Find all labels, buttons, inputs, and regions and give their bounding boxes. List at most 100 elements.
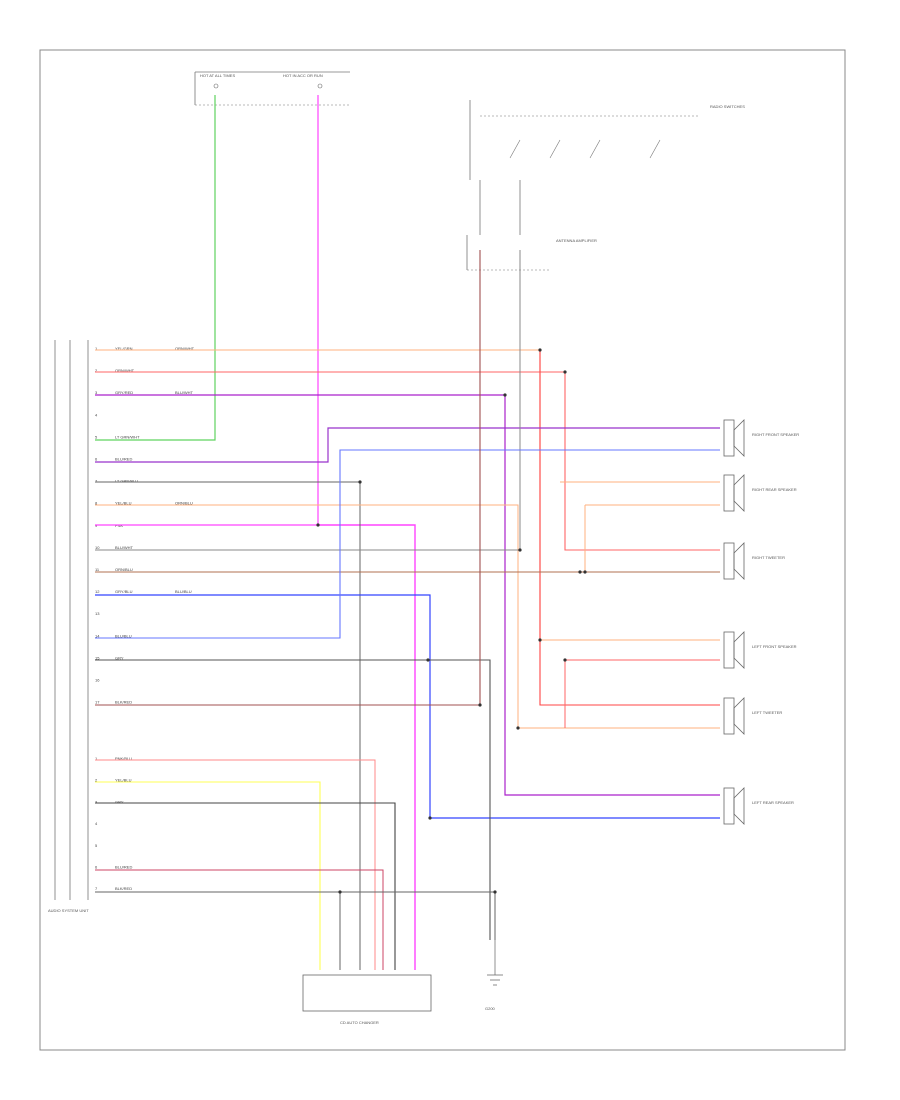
top-pin-color-3: GRY/RED: [115, 390, 133, 395]
bottom-pin-color-1: PNK/BLU: [115, 756, 132, 761]
fuse-2-icon: [317, 83, 323, 89]
svg-text:RIGHT REAR SPEAKER: RIGHT REAR SPEAKER: [752, 487, 797, 492]
wire-yellow-b2: [95, 781, 321, 970]
cd-changer: CD AUTO CHANGER: [302, 974, 432, 1025]
top-pin-color-17: BLK/RED: [115, 700, 132, 705]
splice-dot: [428, 816, 432, 820]
svg-text:LEFT FRONT SPEAKER: LEFT FRONT SPEAKER: [752, 644, 797, 649]
top-pin-color-2: ORN/WHT: [115, 368, 135, 373]
left-rear-speaker-icon: [733, 787, 745, 825]
top-pin-16: 16: [95, 678, 100, 683]
top-pin-11: 11: [95, 567, 100, 572]
splice-dot: [538, 638, 542, 642]
top-pin-color-10: BLU/WHT: [115, 545, 134, 550]
audio-unit-label: AUDIO SYSTEM UNIT: [48, 908, 89, 913]
top-pin-color-7: LT GRN/BLU: [115, 479, 138, 484]
wires: [95, 95, 720, 970]
splice-dot: [338, 890, 342, 894]
bottom-pin-2: 2: [95, 778, 98, 783]
top-pin-color-8: YEL/BLU: [115, 501, 132, 506]
bottom-pin-7: 7: [95, 886, 98, 891]
speakers: RIGHT FRONT SPEAKER RIGHT REAR SPEAKER R…: [723, 419, 799, 825]
cd-changer-label: CD AUTO CHANGER: [340, 1020, 379, 1025]
wire-red-b6: [95, 869, 384, 970]
splice-dot: [518, 548, 522, 552]
bottom-pin-color-2: YEL/BLU: [115, 778, 132, 783]
svg-text:LEFT REAR SPEAKER: LEFT REAR SPEAKER: [752, 800, 794, 805]
top-pin-color-11: ORN/BLU: [115, 567, 133, 572]
top-pin-color-6: BLU/RED: [115, 457, 132, 462]
switch-contact-4: [649, 139, 661, 159]
wire-blue-14: [95, 449, 720, 639]
right-rear-speaker-icon: [733, 474, 745, 512]
splice-dot: [583, 570, 587, 574]
wire-dark-15: [95, 659, 491, 940]
svg-text:LEFT TWEETER: LEFT TWEETER: [752, 710, 782, 715]
top-pin-4: 4: [95, 412, 98, 417]
top-pin-12: 12: [95, 589, 100, 594]
splice-dot: [516, 726, 520, 730]
wire-brownred-17: [95, 250, 481, 706]
top-pin-alt-1: ORN/WHT: [175, 346, 195, 351]
left-rear-speaker: LEFT REAR SPEAKER: [723, 787, 794, 825]
top-pin-15: 15: [95, 655, 100, 660]
ground: G200: [485, 940, 503, 1011]
bottom-pin-3: 3: [95, 799, 98, 804]
splice-dot: [358, 480, 362, 484]
right-rear-speaker: RIGHT REAR SPEAKER: [723, 474, 797, 512]
top-pin-3: 3: [95, 390, 98, 395]
top-pin-alt-8: ORN/BLU: [175, 501, 193, 506]
splice-dot: [478, 703, 482, 707]
wire-purple-6: [95, 427, 720, 463]
top-pin-7: 7: [95, 479, 98, 484]
splice-dot: [426, 658, 430, 662]
wire-gray-b7: [95, 891, 496, 940]
diagram-border: [39, 49, 846, 1051]
right-front-speaker: RIGHT FRONT SPEAKER: [723, 419, 799, 457]
top-pin-color-14: BLU/BLU: [115, 633, 132, 638]
antenna-amplifier: ANTENNA AMPLIFIER: [466, 235, 597, 271]
fuse-label-1: HOT AT ALL TIMES: [200, 73, 235, 78]
wire-magenta-changer: [318, 524, 416, 970]
top-pin-color-15: GRY: [115, 655, 124, 660]
splice-dot: [538, 348, 542, 352]
splices: [316, 348, 587, 894]
splice-dot: [316, 523, 320, 527]
top-pin-color-12: GRY/BLU: [115, 589, 133, 594]
wire-purple-3: [95, 394, 720, 796]
switch-contact-1: [509, 139, 521, 159]
wire-orange-8: [95, 504, 720, 729]
left-tweeter: LEFT TWEETER: [723, 697, 782, 735]
ground-label: G200: [485, 1006, 496, 1011]
bottom-pin-6: 6: [95, 865, 98, 870]
audio-unit-bracket: AUDIO SYSTEM UNIT: [48, 340, 89, 913]
top-pin-alt-12: BLU/BLU: [175, 589, 192, 594]
top-pin-5: 5: [95, 434, 98, 439]
switch-contact-3: [589, 139, 601, 159]
fuse-label-2: HOT IN ACC OR RUN: [283, 73, 323, 78]
fuse-box: HOT AT ALL TIMES HOT IN ACC OR RUN: [194, 71, 350, 106]
right-tweeter-icon: [733, 542, 745, 580]
right-front-speaker-icon: [733, 419, 745, 457]
splice-dot: [493, 890, 497, 894]
wire-blue-12: [95, 594, 720, 819]
cd-changer-box: [302, 974, 432, 1012]
top-pin-6: 6: [95, 457, 98, 462]
bottom-pin-5: 5: [95, 843, 98, 848]
top-pin-10: 10: [95, 545, 100, 550]
wire-pink-b1: [95, 759, 376, 970]
splice-dot: [563, 370, 567, 374]
top-pin-color-5: LT GRN/WHT: [115, 434, 140, 439]
wire-green-power: [95, 95, 216, 441]
bottom-pin-4: 4: [95, 821, 98, 826]
wire-red-2: [95, 371, 720, 551]
top-pin-13: 13: [95, 611, 100, 616]
splice-dot: [563, 658, 567, 662]
radio-switches-label: RADIO SWITCHES: [710, 104, 745, 109]
fuse-1-icon: [213, 83, 219, 89]
svg-text:RIGHT FRONT SPEAKER: RIGHT FRONT SPEAKER: [752, 432, 799, 437]
bottom-pin-1: 1: [95, 756, 98, 761]
antenna-amp-label: ANTENNA AMPLIFIER: [556, 238, 597, 243]
splice-dot: [578, 570, 582, 574]
